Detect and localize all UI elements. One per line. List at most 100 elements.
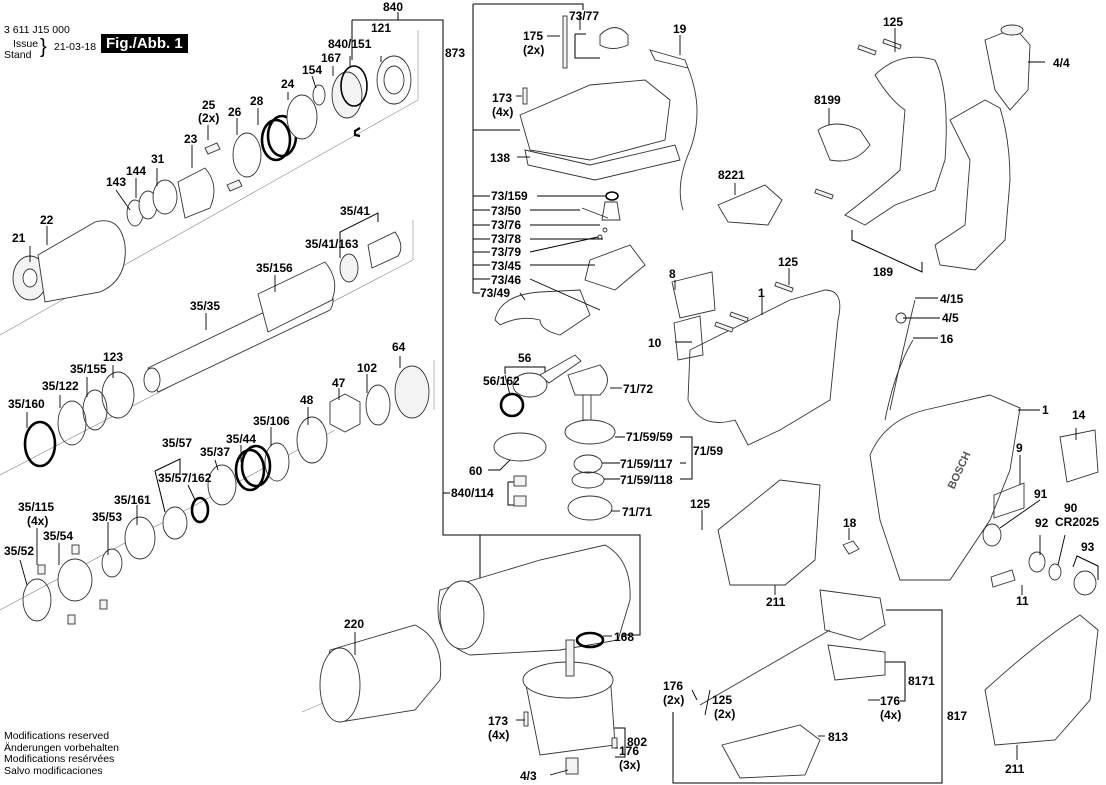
lead-73-79 <box>473 236 599 253</box>
part-35-115-pin-d <box>67 614 76 625</box>
bracket-93 <box>1072 555 1099 580</box>
part-24-sleeve <box>286 94 318 140</box>
part-211-cover-b <box>984 614 1099 746</box>
label-125-d: 125 <box>712 693 732 707</box>
bracket-840 <box>352 19 641 636</box>
part-121-cap <box>376 55 412 105</box>
label-71-72: 71/72 <box>623 382 653 396</box>
part-35-115-pin-b <box>71 544 80 555</box>
label-189: 189 <box>873 265 893 279</box>
label-9: 9 <box>1016 441 1023 455</box>
part-125-screw-e <box>729 311 749 323</box>
label-25-qty: (2x) <box>198 111 219 125</box>
label-4-5: 4/5 <box>942 311 959 325</box>
label-21: 21 <box>12 231 26 245</box>
label-35-155: 35/155 <box>70 362 107 376</box>
part-73-76-valve <box>601 201 621 221</box>
part-35-35-end <box>143 367 161 393</box>
callout-labels: 840 121 840/151 167 154 24 25 (2x) 26 28… <box>4 0 1099 783</box>
part-176-screw-a <box>611 737 618 749</box>
lead-35-57-162 <box>187 484 196 501</box>
bracket-71-59 <box>686 436 693 480</box>
label-220: 220 <box>344 617 364 631</box>
part-21-hole <box>22 268 38 288</box>
label-73-78: 73/78 <box>491 232 521 246</box>
part-73-78-spring <box>602 227 608 233</box>
part-26-disc <box>232 132 262 178</box>
part-35-161-cage <box>124 516 156 560</box>
bracket-35-41 <box>339 212 379 250</box>
part-35-57-162-oring <box>190 496 210 524</box>
label-35-122: 35/122 <box>42 379 79 393</box>
label-35-106: 35/106 <box>253 414 290 428</box>
label-125-a: 125 <box>883 15 903 29</box>
label-125-b: 125 <box>778 255 798 269</box>
part-211-cover-a <box>717 479 821 586</box>
label-813: 813 <box>828 730 848 744</box>
label-73-45: 73/45 <box>491 259 521 273</box>
label-167: 167 <box>321 51 341 65</box>
bracket-56 <box>504 366 546 374</box>
label-11: 11 <box>1016 594 1029 608</box>
lead-60 <box>488 459 511 471</box>
lead-125-d <box>704 689 711 716</box>
label-102: 102 <box>357 361 377 375</box>
part-817-electronics <box>819 589 886 641</box>
part-189-handle-left <box>844 56 947 226</box>
lead-73-49 <box>473 292 526 301</box>
part-35-54-housing <box>57 558 93 602</box>
part-840-151-oring <box>340 65 368 107</box>
part-102-washer <box>365 384 391 426</box>
label-10: 10 <box>648 336 662 350</box>
label-71-59: 71/59 <box>693 444 723 458</box>
label-175-qty: (2x) <box>523 43 544 57</box>
lead-176-b <box>691 689 698 701</box>
label-840-114: 840/114 <box>451 486 494 500</box>
part-28-spring-a <box>260 118 292 162</box>
part-71-59-59-bearing-plate <box>564 419 616 445</box>
label-125-d-qty: (2x) <box>714 707 735 721</box>
label-35-115: 35/115 <box>18 500 54 514</box>
part-125-screw-c <box>814 188 834 200</box>
part-23-sleeve <box>177 167 215 219</box>
bracket-189 <box>851 230 923 273</box>
part-retaining-clip <box>353 127 361 138</box>
part-121-inner <box>383 65 405 95</box>
label-8: 8 <box>669 267 676 281</box>
lead-143 <box>115 189 131 211</box>
label-8171: 8171 <box>908 674 935 688</box>
hammer-tube-assembly <box>22 231 430 625</box>
label-35-35: 35/35 <box>190 299 220 313</box>
part-167-seal <box>331 71 363 119</box>
label-16: 16 <box>940 332 954 346</box>
label-73-77: 73/77 <box>569 9 599 23</box>
part-14-label-plate <box>1059 429 1099 483</box>
issue-date: 21-03-18 <box>54 41 97 53</box>
part-35-115-pin-c <box>99 599 108 610</box>
label-73-50: 73/50 <box>491 204 521 218</box>
part-138-gasket <box>524 144 681 181</box>
label-60: 60 <box>469 464 483 478</box>
label-92: 92 <box>1035 516 1049 530</box>
part-10-label <box>673 315 704 361</box>
label-176-c: 176 <box>880 694 900 708</box>
part-71-71-gear <box>567 495 613 521</box>
lead-35-52 <box>19 559 28 586</box>
part-56-162-oring <box>499 392 525 418</box>
label-125-c: 125 <box>690 497 710 511</box>
part-number: 3 611 J15 000 <box>4 24 70 36</box>
part-11-label <box>990 569 1016 588</box>
label-35-52: 35/52 <box>4 544 34 558</box>
bracket-35-57 <box>154 458 181 475</box>
part-4-4-knob <box>1000 24 1024 36</box>
label-90-battery-type: CR2025 <box>1055 515 1099 529</box>
front-housing: BOSCH <box>842 299 1099 596</box>
bracket-873-top <box>473 3 584 10</box>
label-8199: 8199 <box>814 93 841 107</box>
label-73-76: 73/76 <box>491 218 521 232</box>
label-176-a: 176 <box>619 744 639 758</box>
label-56: 56 <box>518 351 532 365</box>
label-840: 840 <box>383 0 403 14</box>
label-817: 817 <box>947 709 967 723</box>
part-73-77-cap <box>599 27 629 49</box>
